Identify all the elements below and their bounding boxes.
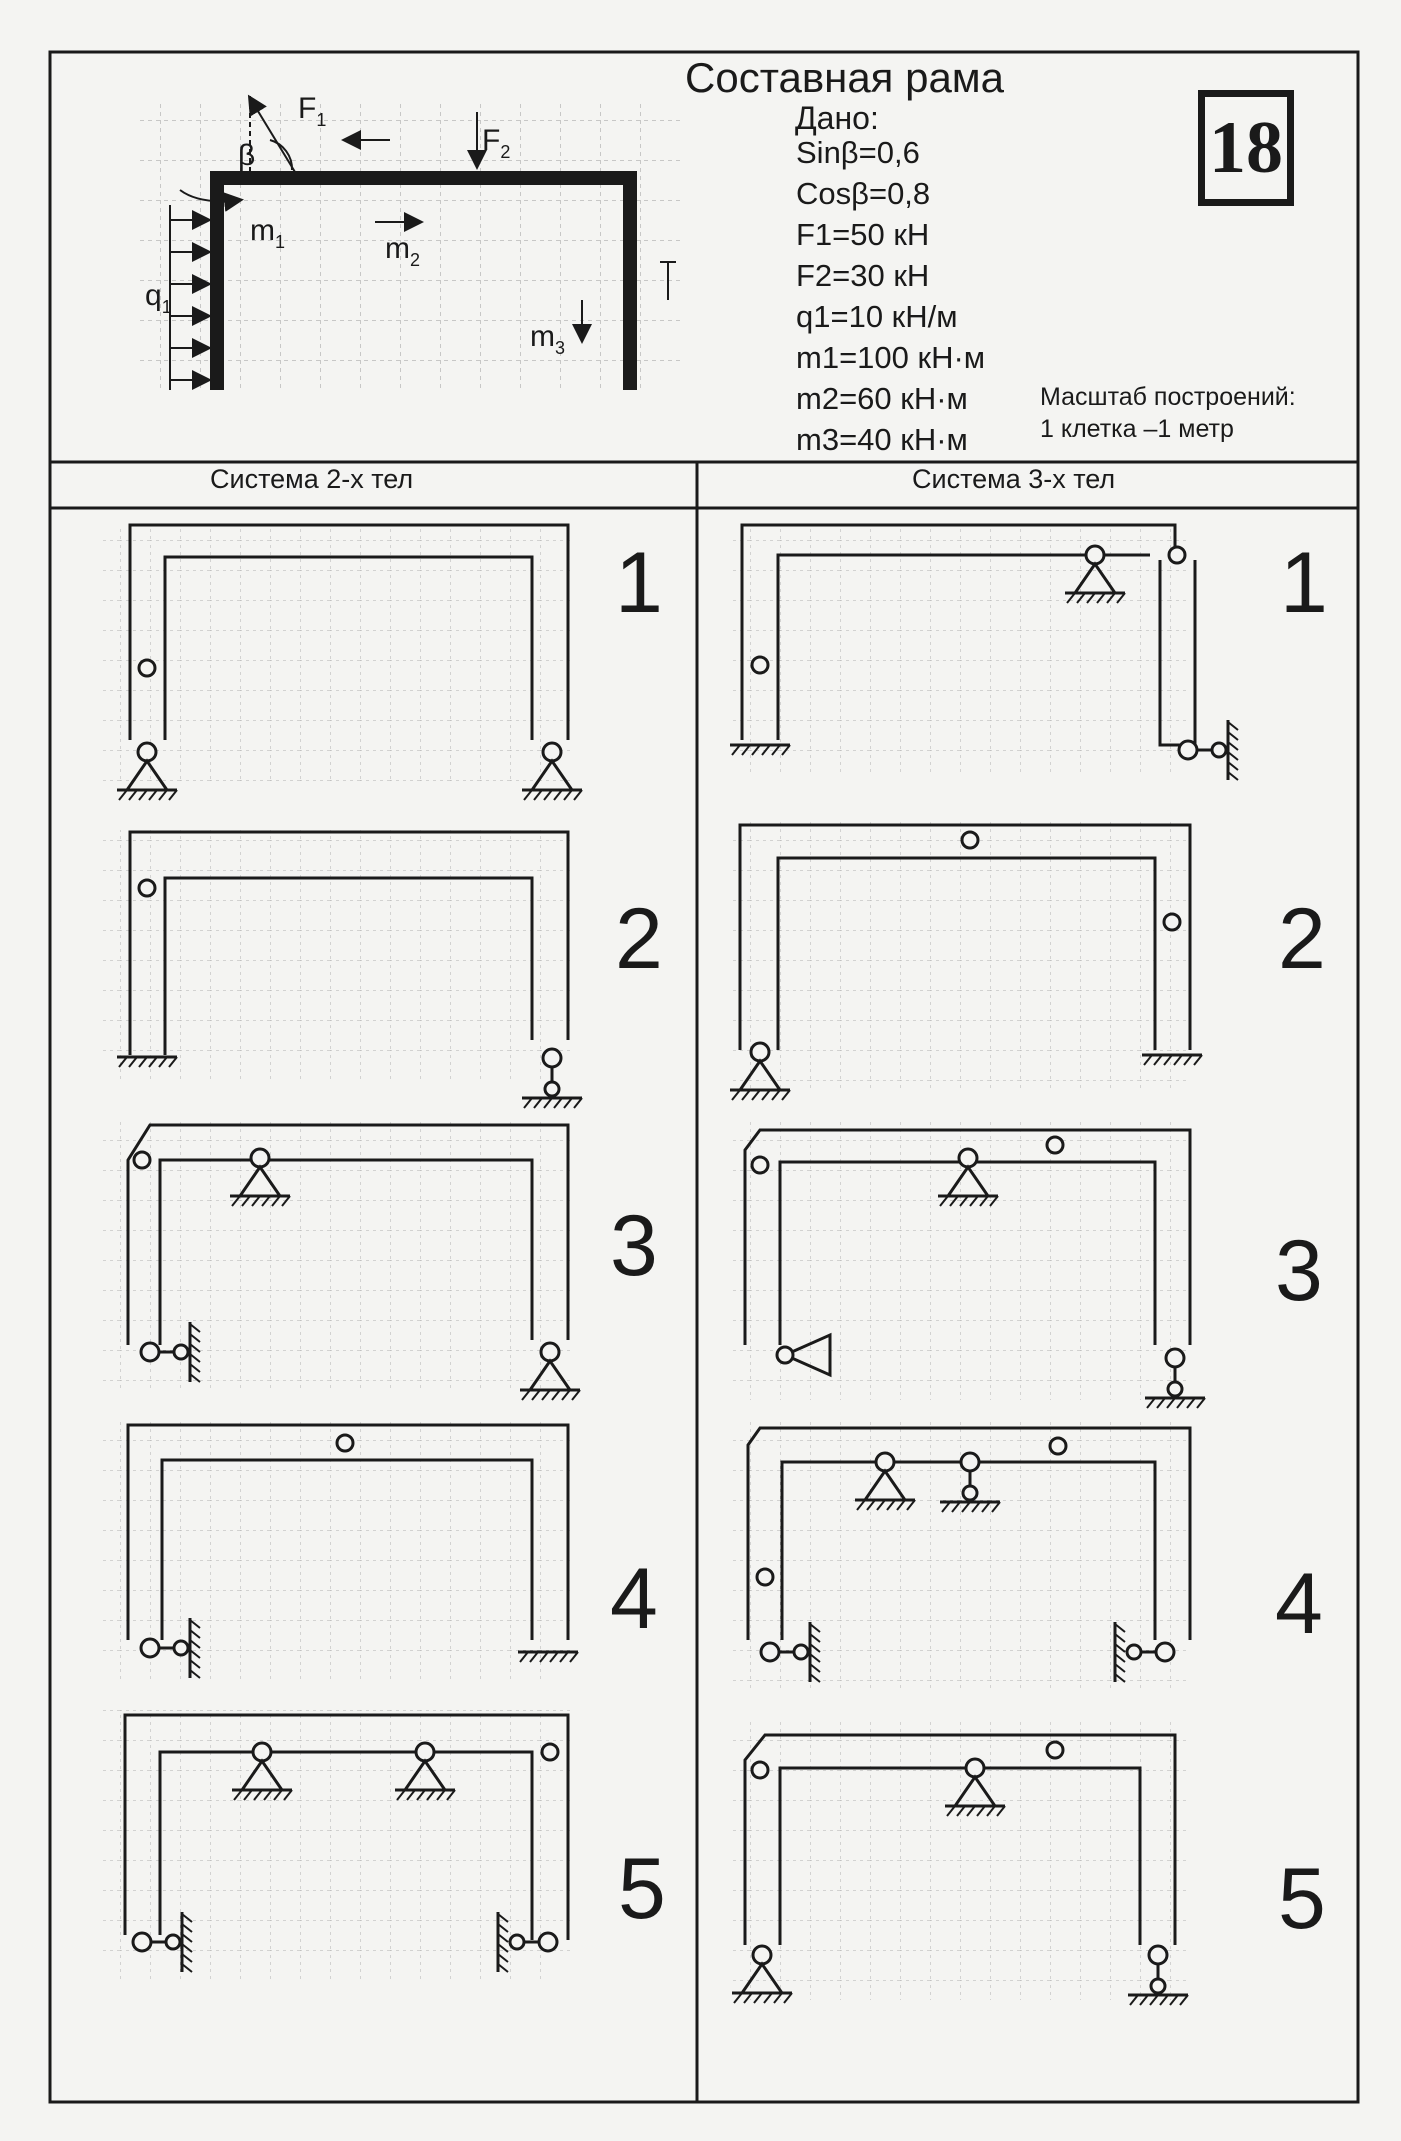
right-variant-1-diagram bbox=[730, 523, 1238, 780]
variant-number: 18 bbox=[1209, 106, 1283, 189]
scale-value: 1 клетка –1 метр bbox=[1040, 415, 1234, 443]
right-variant-1-number: 1 bbox=[1280, 535, 1328, 631]
left-variant-2-diagram bbox=[100, 830, 582, 1108]
right-column-diagrams bbox=[730, 523, 1238, 2005]
left-variant-4-diagram bbox=[100, 1420, 578, 1680]
right-variant-2-diagram bbox=[730, 820, 1202, 1100]
sheet-border bbox=[48, 50, 1360, 2104]
m1-label: m1 bbox=[250, 214, 285, 252]
param-m3: m3=40 кН·м bbox=[796, 422, 968, 457]
right-variant-2-number: 2 bbox=[1278, 891, 1326, 987]
page-title: Составная рама bbox=[685, 54, 1005, 101]
beta-label: β bbox=[238, 139, 255, 172]
left-column-title: Система 2-х тел bbox=[210, 464, 414, 494]
right-variant-4-diagram bbox=[730, 1420, 1192, 1690]
m2-label: m2 bbox=[385, 232, 420, 270]
param-sin-beta: Sinβ=0,6 bbox=[796, 135, 920, 170]
q1-label: q1 bbox=[145, 279, 172, 317]
variant-badge: 18 bbox=[1198, 90, 1294, 206]
param-m2: m2=60 кН·м bbox=[796, 381, 968, 416]
param-f2: F2=30 кН bbox=[796, 258, 930, 293]
left-column-diagrams bbox=[100, 523, 582, 1980]
left-variant-3-diagram bbox=[100, 1120, 580, 1400]
left-variant-1-number: 1 bbox=[615, 535, 663, 631]
param-cos-beta: Cosβ=0,8 bbox=[796, 176, 931, 211]
left-variant-3-number: 3 bbox=[610, 1198, 658, 1294]
left-variant-1-diagram bbox=[100, 523, 582, 800]
right-variant-3-number: 3 bbox=[1275, 1223, 1323, 1319]
f2-label: F2 bbox=[482, 124, 510, 162]
param-m1: m1=100 кН·м bbox=[796, 340, 986, 375]
right-variant-3-diagram bbox=[730, 1120, 1205, 1408]
param-q1: q1=10 кН/м bbox=[796, 299, 958, 334]
right-column-title: Система 3-х тел bbox=[912, 464, 1116, 494]
right-variant-5-diagram bbox=[730, 1720, 1190, 2005]
right-variant-5-number: 5 bbox=[1278, 1851, 1326, 1947]
left-variant-4-number: 4 bbox=[610, 1551, 658, 1647]
right-variant-4-number: 4 bbox=[1275, 1556, 1323, 1652]
left-variant-5-number: 5 bbox=[618, 1841, 666, 1937]
left-variant-5-diagram bbox=[100, 1710, 570, 1980]
given-label: Дано: bbox=[795, 100, 879, 136]
scale-label: Масштаб построений: bbox=[1040, 383, 1296, 411]
loading-diagram bbox=[140, 94, 680, 390]
left-variant-2-number: 2 bbox=[615, 891, 663, 987]
f1-label: F1 bbox=[298, 92, 326, 130]
param-f1: F1=50 кН bbox=[796, 217, 930, 252]
m3-label: m3 bbox=[530, 320, 565, 358]
